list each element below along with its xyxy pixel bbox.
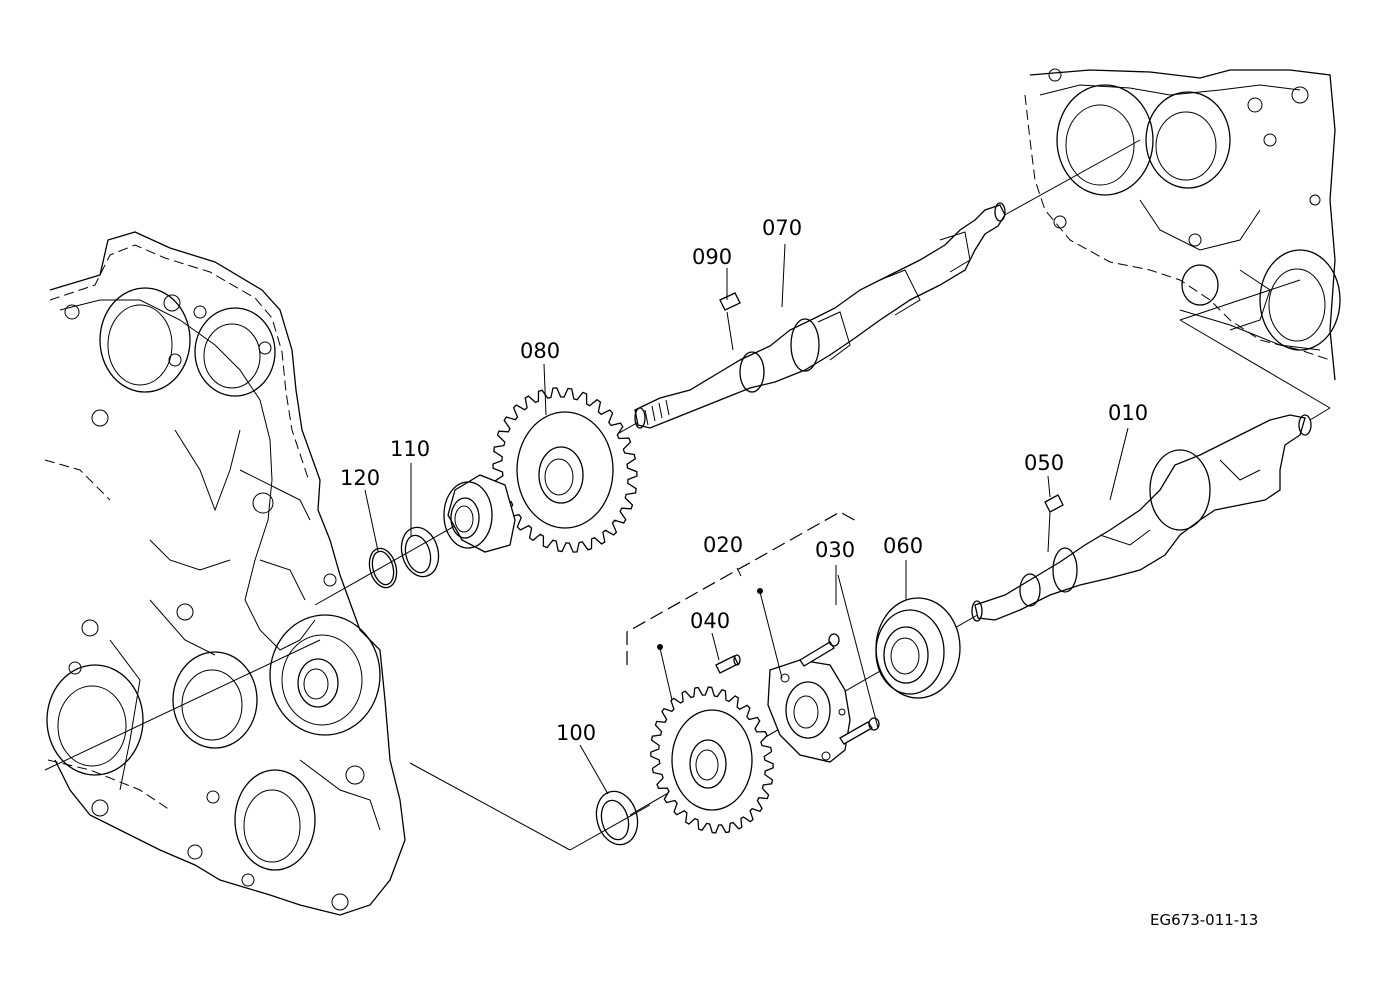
- callout-040: 040: [690, 609, 730, 633]
- callout-100: 100: [556, 721, 596, 745]
- callout-030: 030: [815, 538, 855, 562]
- key-090: [719, 292, 741, 311]
- crank-gear: [650, 686, 774, 834]
- crankshaft: [971, 414, 1312, 622]
- governor-plate: [767, 659, 851, 763]
- bolt-030b: [839, 717, 880, 745]
- bolt-030a: [799, 633, 840, 667]
- key-050: [1044, 494, 1064, 513]
- callout-010: 010: [1108, 401, 1148, 425]
- callout-090: 090: [692, 245, 732, 269]
- crankcase-right: [1024, 68, 1341, 381]
- callout-070: 070: [762, 216, 802, 240]
- callout-050: 050: [1024, 451, 1064, 475]
- collar-110: [400, 526, 440, 578]
- drawing-reference-code: EG673-011-13: [1150, 911, 1258, 929]
- pin-040: [715, 654, 741, 674]
- leader-lines: [364, 243, 1129, 795]
- callout-020: 020: [703, 533, 743, 557]
- callout-060: 060: [883, 534, 923, 558]
- collar-100: [595, 790, 639, 846]
- callout-120: 120: [340, 466, 380, 490]
- callouts: 010 020 030 040 050 060 070 080 090 100 …: [340, 216, 1148, 745]
- group-bracket-020: [626, 511, 859, 665]
- cam-gear: [492, 387, 638, 553]
- bearing-060: [875, 597, 961, 699]
- o-ring-120: [368, 547, 398, 589]
- gear-case-left: [44, 231, 406, 916]
- ball-bearing: [443, 474, 516, 553]
- callout-110: 110: [390, 437, 430, 461]
- callout-080: 080: [520, 339, 560, 363]
- camshaft: [634, 202, 1006, 429]
